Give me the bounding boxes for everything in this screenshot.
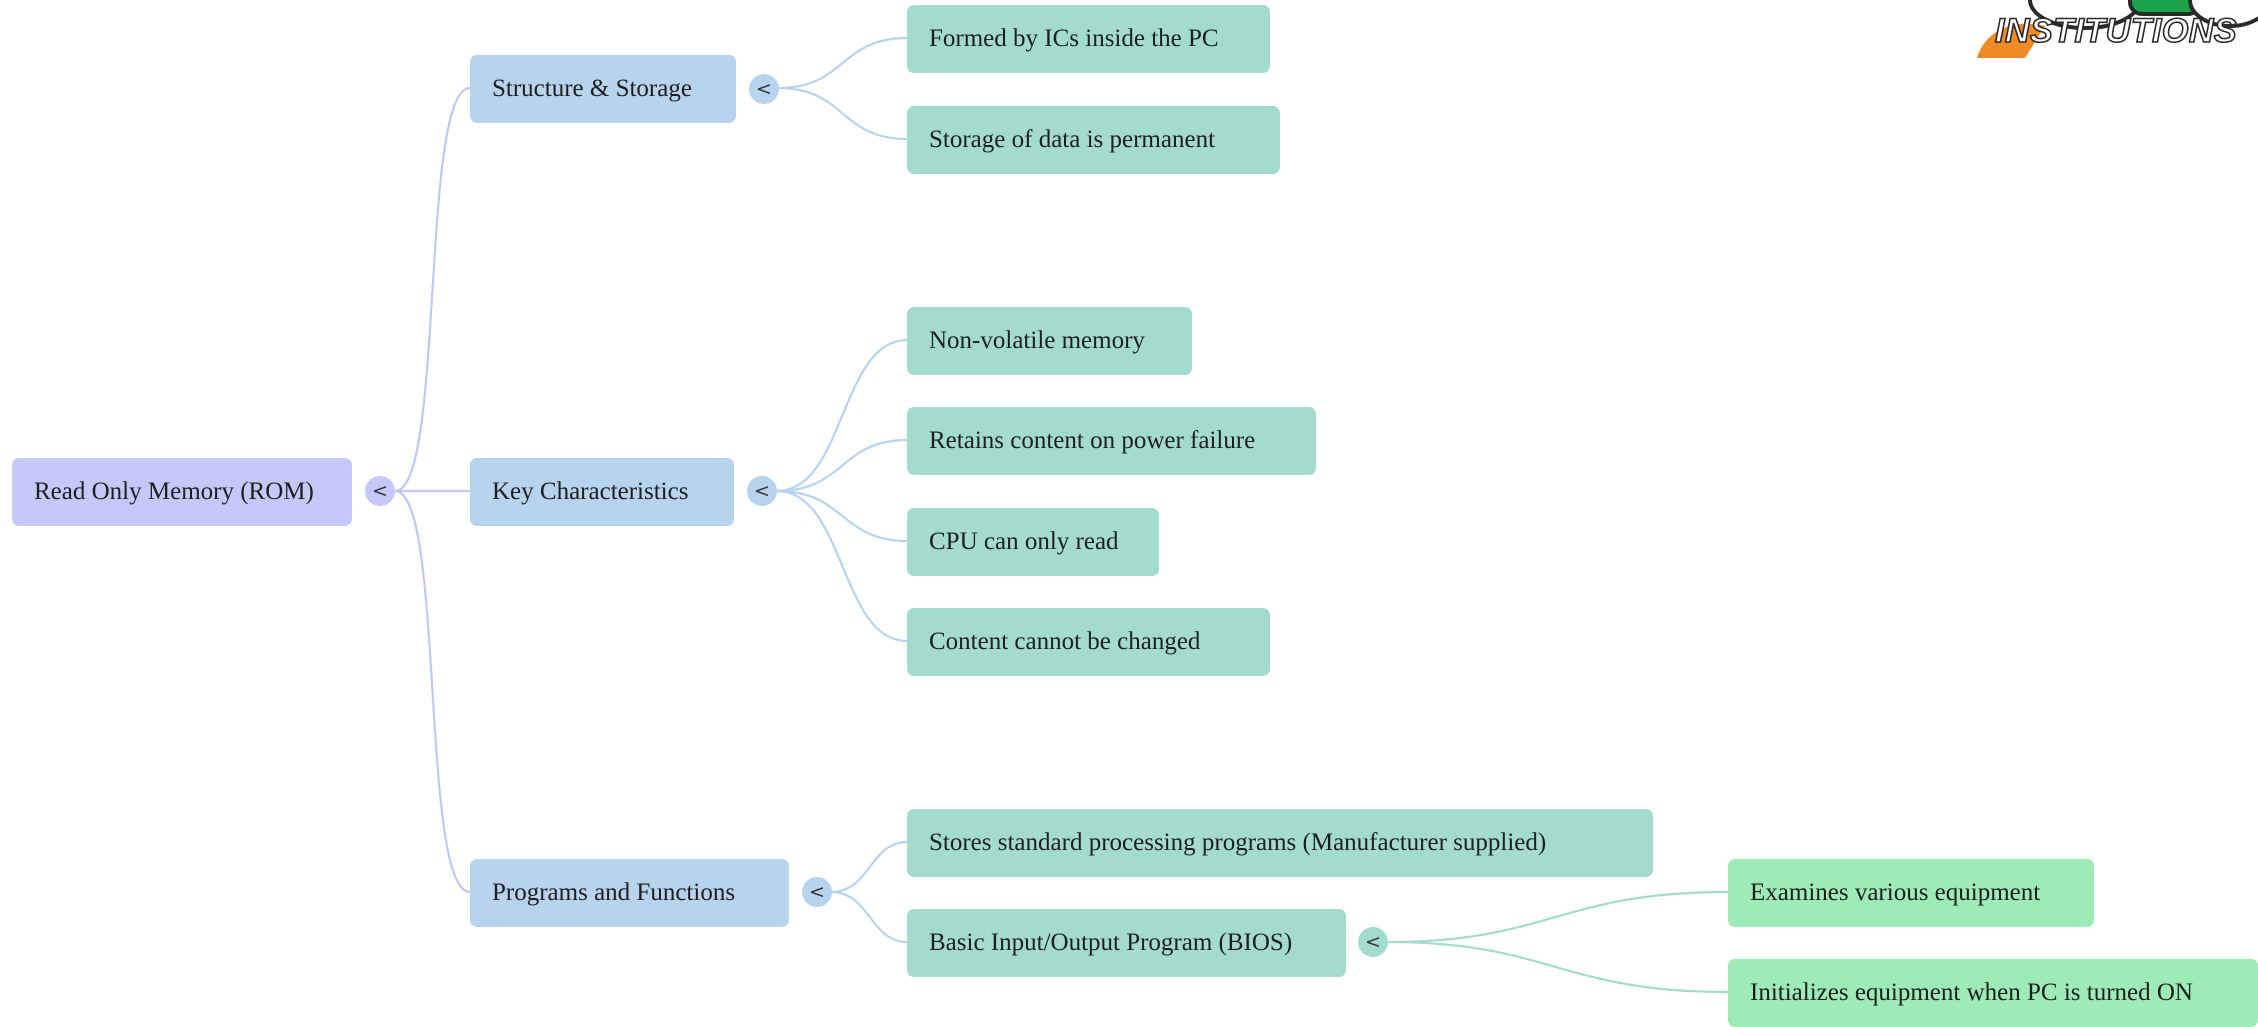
branch-node-structure-storage[interactable]: Structure & Storage — [470, 55, 736, 123]
leaf-node-bios[interactable]: Basic Input/Output Program (BIOS) — [907, 909, 1346, 977]
link-bios-initializes — [1387, 940, 1729, 994]
collapse-toggle-icon[interactable]: < — [802, 877, 832, 907]
leaf-node[interactable]: CPU can only read — [907, 508, 1159, 576]
link-bios-examines — [1387, 890, 1729, 944]
branch-node-label: Key Characteristics — [492, 478, 689, 505]
collapse-toggle-icon[interactable]: < — [1358, 927, 1388, 957]
leaf-node-label: Storage of data is permanent — [929, 126, 1216, 153]
leaf-node-label: Non-volatile memory — [929, 327, 1145, 354]
leaf-node-label: Examines various equipment — [1750, 879, 2041, 906]
branch-node-label: Programs and Functions — [492, 879, 736, 906]
logo-graphic — [1977, 0, 2258, 58]
institutions-logo: INSTITUTIONS — [1965, 0, 2258, 60]
link-key-nonvolatile — [776, 338, 908, 493]
leaf-node[interactable]: Initializes equipment when PC is turned … — [1728, 959, 2258, 1027]
leaf-node-label: Content cannot be changed — [929, 628, 1201, 655]
root-node-label: Read Only Memory (ROM) — [34, 478, 314, 505]
link-root-programs — [394, 489, 471, 894]
leaf-node[interactable]: Stores standard processing programs (Man… — [907, 809, 1653, 877]
branch-node-programs-functions[interactable]: Programs and Functions — [470, 859, 789, 927]
collapse-toggle-icon[interactable]: < — [749, 74, 779, 104]
link-key-retains — [776, 438, 908, 493]
link-structure-ics — [778, 36, 908, 90]
link-key-content — [776, 489, 908, 643]
leaf-node-label: CPU can only read — [929, 528, 1119, 555]
branch-node-label: Structure & Storage — [492, 75, 692, 102]
link-programs-bios — [830, 890, 908, 944]
leaf-node[interactable]: Examines various equipment — [1728, 859, 2094, 927]
leaf-node[interactable]: Content cannot be changed — [907, 608, 1270, 676]
leaf-node-label: Formed by ICs inside the PC — [929, 25, 1219, 52]
leaf-node-label: Basic Input/Output Program (BIOS) — [929, 929, 1293, 956]
collapse-toggle-icon[interactable]: < — [365, 476, 395, 506]
logo-text: INSTITUTIONS — [1994, 11, 2238, 51]
leaf-node-label: Initializes equipment when PC is turned … — [1750, 979, 2193, 1006]
link-programs-standard — [830, 840, 908, 894]
link-key-cpu — [776, 489, 908, 543]
branch-node-key-characteristics[interactable]: Key Characteristics — [470, 458, 734, 526]
leaf-node[interactable]: Formed by ICs inside the PC — [907, 5, 1270, 73]
leaf-node[interactable]: Non-volatile memory — [907, 307, 1192, 375]
leaf-node-label: Retains content on power failure — [929, 427, 1256, 454]
leaf-node-label: Stores standard processing programs (Man… — [929, 829, 1547, 856]
link-structure-permanent — [778, 86, 908, 141]
link-root-structure — [394, 86, 471, 493]
root-node[interactable]: Read Only Memory (ROM) — [12, 458, 352, 526]
leaf-node[interactable]: Retains content on power failure — [907, 407, 1316, 475]
leaf-node[interactable]: Storage of data is permanent — [907, 106, 1280, 174]
collapse-toggle-icon[interactable]: < — [747, 476, 777, 506]
